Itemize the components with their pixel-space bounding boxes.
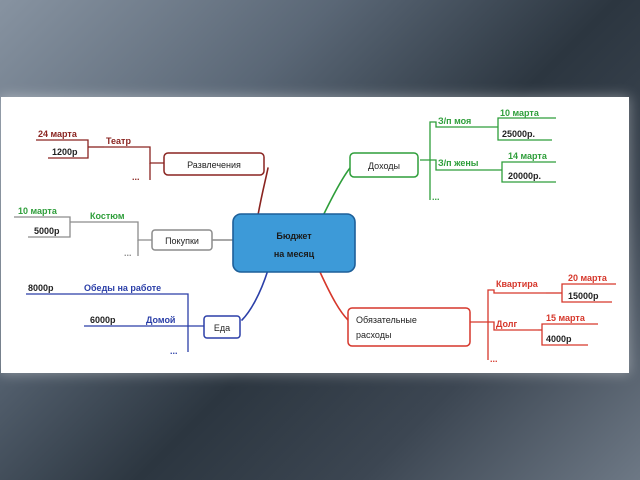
mandatory-item-1-label: Квартира [496,279,539,289]
mandatory-item-1-amount: 15000р [568,291,599,301]
purchases-item-1-amount: 5000р [34,226,60,236]
purchases-item-1-label: Костюм [90,211,125,221]
mandatory-item-2-label: Долг [496,319,518,329]
entertainment-item-1-label: Театр [106,136,131,146]
income-item-1-label: З/п моя [438,116,471,126]
purchases-item-1-date: 10 марта [18,206,58,216]
food-item-1-amount: 8000р [28,283,54,293]
connector-entertainment [257,167,269,216]
food-node[interactable] [203,315,241,339]
income-more: ... [432,192,440,202]
purchases-more: ... [124,248,132,258]
mandatory-item-2-date: 15 марта [546,313,586,323]
center-node[interactable] [232,213,356,273]
entertainment-item-1-amount: 1200р [52,147,78,157]
center-title-line2: на месяц [274,249,315,259]
mandatory-more: ... [490,354,498,364]
income-title: Доходы [368,161,400,171]
income-node[interactable] [349,152,419,178]
entertainment-title: Развлечения [187,160,241,170]
income-item-2-date: 14 марта [508,151,548,161]
connector-mandatory [319,271,349,321]
income-item-2-amount: 20000р. [508,171,541,181]
entertainment-more: ... [132,172,140,182]
food-item-2-amount: 6000р [90,315,116,325]
entertainment-node[interactable] [163,152,265,176]
food-title: Еда [214,323,230,333]
center-title-line1: Бюджет [276,231,312,241]
food-item-2-label: Домой [146,315,175,325]
income-item-2-label: З/п жены [438,158,479,168]
mandatory-item-1-date: 20 марта [568,273,608,283]
connector-food [241,269,269,321]
food-item-1-label: Обеды на работе [84,283,161,293]
purchases-title: Покупки [165,236,199,246]
purchases-node[interactable] [151,229,213,251]
mandatory-item-2-amount: 4000р [546,334,572,344]
income-item-1-date: 10 марта [500,108,540,118]
mandatory-node[interactable] [347,307,471,347]
food-more: ... [170,346,178,356]
mandatory-title-line1: Обязательные [356,315,417,325]
mandatory-title-line2: расходы [356,330,391,340]
entertainment-item-1-date: 24 марта [38,129,78,139]
income-item-1-amount: 25000р. [502,129,535,139]
